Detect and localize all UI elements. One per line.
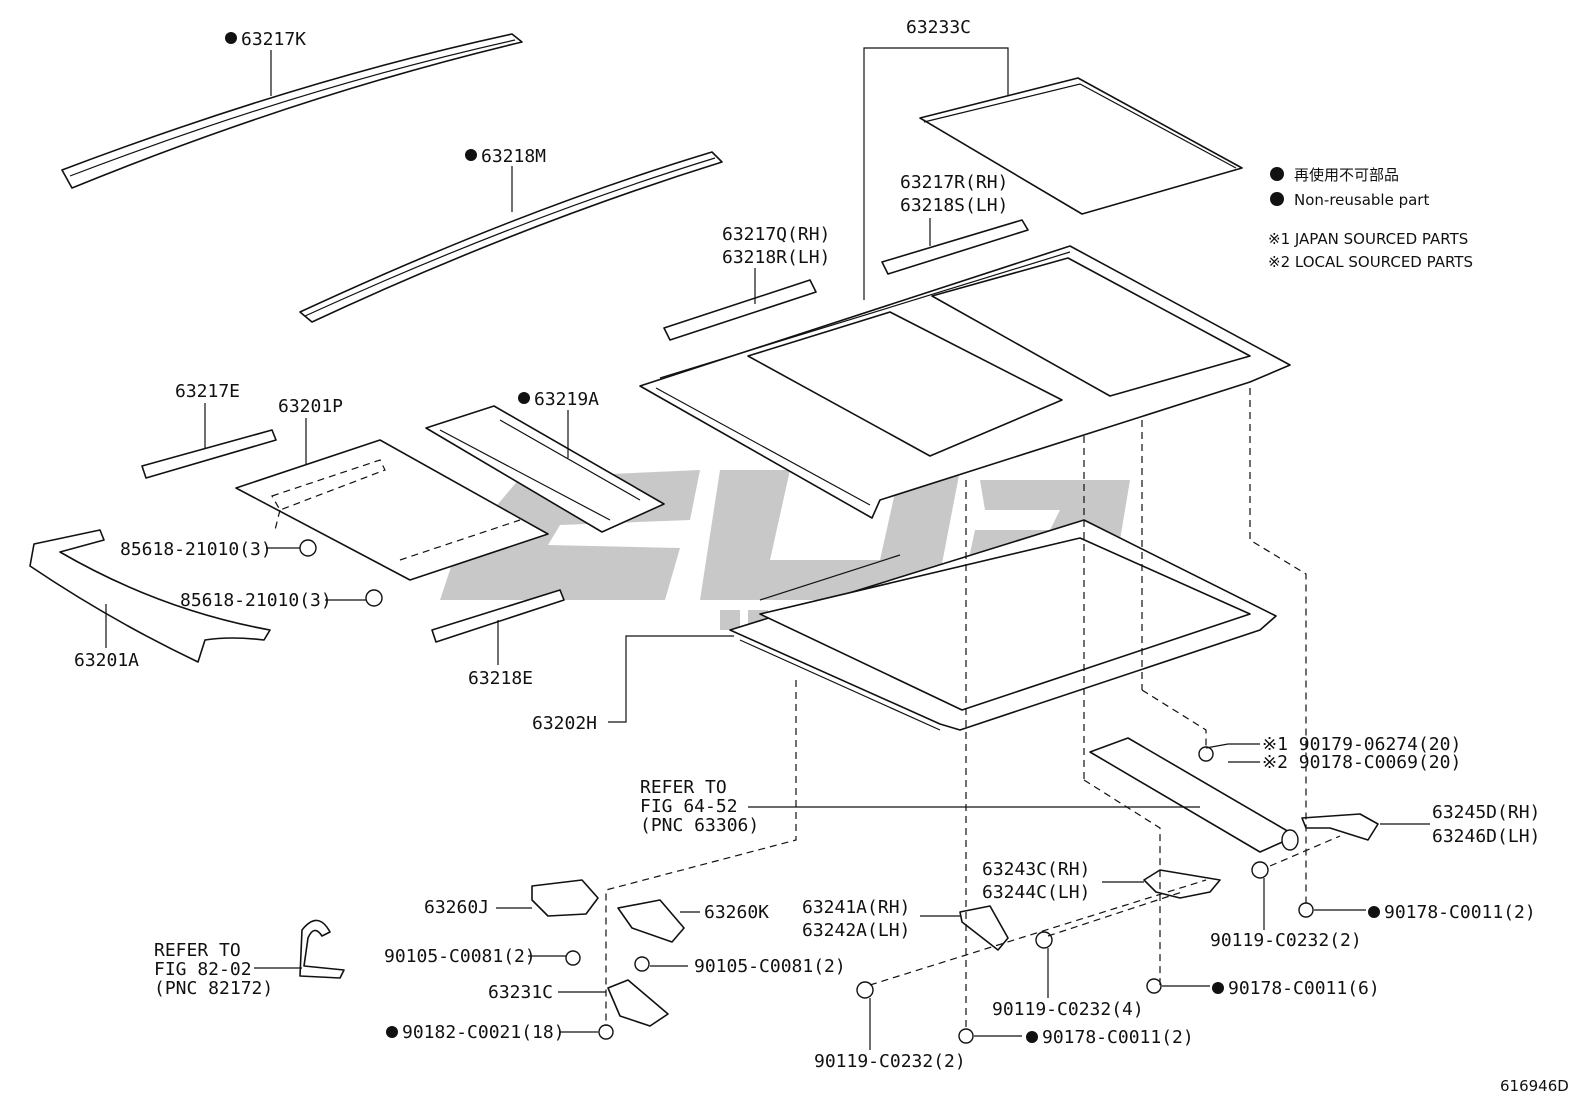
marker-90178a [1368,906,1380,918]
part-63218E-strip[interactable] [431,589,565,643]
refer-note-fig-82-02: REFER TO FIG 82-02 (PNC 82172) [154,940,273,999]
legend-non-reusable-jp: 再使用不可部品 [1294,166,1399,184]
refer1-line2: FIG 64-52 [640,796,738,817]
non-reusable-markers [225,32,1380,1043]
label-63241A: 63241A(RH) [802,897,910,918]
part-63201A-front[interactable] [29,529,271,663]
leader-lines [105,47,1430,1050]
part-63201P-panel[interactable] [235,439,549,581]
label-63201A: 63201A [74,650,139,671]
part-63218M-molding[interactable] [299,151,723,323]
clip-85618-b[interactable] [365,589,383,607]
part-refer-hook[interactable] [299,919,345,979]
label-90182: 90182-C0021(18) [402,1022,565,1043]
part-63217K-molding[interactable] [61,33,523,189]
label-90178-b: 90178-C0011(6) [1228,978,1380,999]
label-63202H: 63202H [532,713,597,734]
part-roof-panel[interactable] [639,245,1291,519]
label-63244C: 63244C(LH) [982,882,1090,903]
marker-90178b [1212,982,1224,994]
part-63241A-bracket[interactable] [959,905,1009,951]
label-63231C: 63231C [488,982,553,1003]
marker-90182 [386,1026,398,1038]
label-63260K: 63260K [704,902,769,923]
part-63217Q-strip[interactable] [663,279,817,341]
label-90178-C0069: ※2 90178-C0069(20) [1262,752,1461,773]
part-63243C-bracket[interactable] [1143,869,1221,899]
label-85618-b: 85618-21010(3) [180,590,332,611]
legend-dot-en [1270,192,1284,206]
figure-id: 616946D [1500,1077,1569,1095]
marker-90178c [1026,1031,1038,1043]
label-63242A: 63242A(LH) [802,920,910,941]
label-63218R: 63218R(LH) [722,247,830,268]
label-90119-b: 90119-C0232(4) [992,999,1144,1020]
label-63217R: 63217R(RH) [900,172,1008,193]
clip-85618-a[interactable] [299,539,317,557]
label-63245D: 63245D(RH) [1432,802,1540,823]
label-63201P: 63201P [278,396,343,417]
part-63233C-glass[interactable] [919,77,1243,215]
label-90105-a: 90105-C0081(2) [384,946,536,967]
label-90119-c: 90119-C0232(2) [814,1051,966,1072]
label-63218E: 63218E [468,668,533,689]
legend-non-reusable-en: Non-reusable part [1294,191,1429,209]
label-90178-c: 90178-C0011(2) [1042,1027,1194,1048]
label-63219A: 63219A [534,389,599,410]
legend-note-2: ※2 LOCAL SOURCED PARTS [1268,253,1473,271]
marker-63218M [465,149,477,161]
marker-63219A [518,392,530,404]
part-63231C-bracket[interactable] [607,979,669,1027]
label-63233C: 63233C [906,17,971,38]
part-63217R-strip[interactable] [881,219,1029,275]
refer2-line3: (PNC 82172) [154,978,273,999]
part-63217E-strip[interactable] [141,429,277,479]
dashed-lines [605,388,1341,1030]
part-labels: 63217K 63218M 63233C 63217R(RH) 63218S(L… [74,17,1540,1072]
label-90179: ※1 90179-06274(20) [1262,734,1461,755]
part-63260J-motor[interactable] [531,879,599,917]
label-63246D: 63246D(LH) [1432,826,1540,847]
label-63217Q: 63217Q(RH) [722,224,830,245]
refer2-line2: FIG 82-02 [154,959,252,980]
refer1-line1: REFER TO [640,777,727,798]
refer2-line1: REFER TO [154,940,241,961]
label-63217E: 63217E [175,381,240,402]
legend: 再使用不可部品 Non-reusable part ※1 JAPAN SOURC… [1268,166,1473,271]
refer1-line3: (PNC 63306) [640,815,759,836]
label-90105-b: 90105-C0081(2) [694,956,846,977]
label-63217K: 63217K [241,29,306,50]
label-85618-a: 85618-21010(3) [120,539,272,560]
part-63260K-motor[interactable] [617,899,685,943]
label-90178-a: 90178-C0011(2) [1384,902,1536,923]
label-63218M: 63218M [481,146,546,167]
part-63202H-frame[interactable] [729,519,1277,731]
label-63243C: 63243C(RH) [982,859,1090,880]
label-63260J: 63260J [424,897,489,918]
part-sunshade-roll[interactable] [1089,737,1299,853]
refer-note-fig-64-52: REFER TO FIG 64-52 (PNC 63306) [640,777,759,836]
legend-note-1: ※1 JAPAN SOURCED PARTS [1268,230,1468,248]
marker-63217K [225,32,237,44]
label-63218S: 63218S(LH) [900,195,1008,216]
part-63219A-reinforcement[interactable] [425,405,665,533]
legend-dot-jp [1270,167,1284,181]
label-90119-a: 90119-C0232(2) [1210,930,1362,951]
